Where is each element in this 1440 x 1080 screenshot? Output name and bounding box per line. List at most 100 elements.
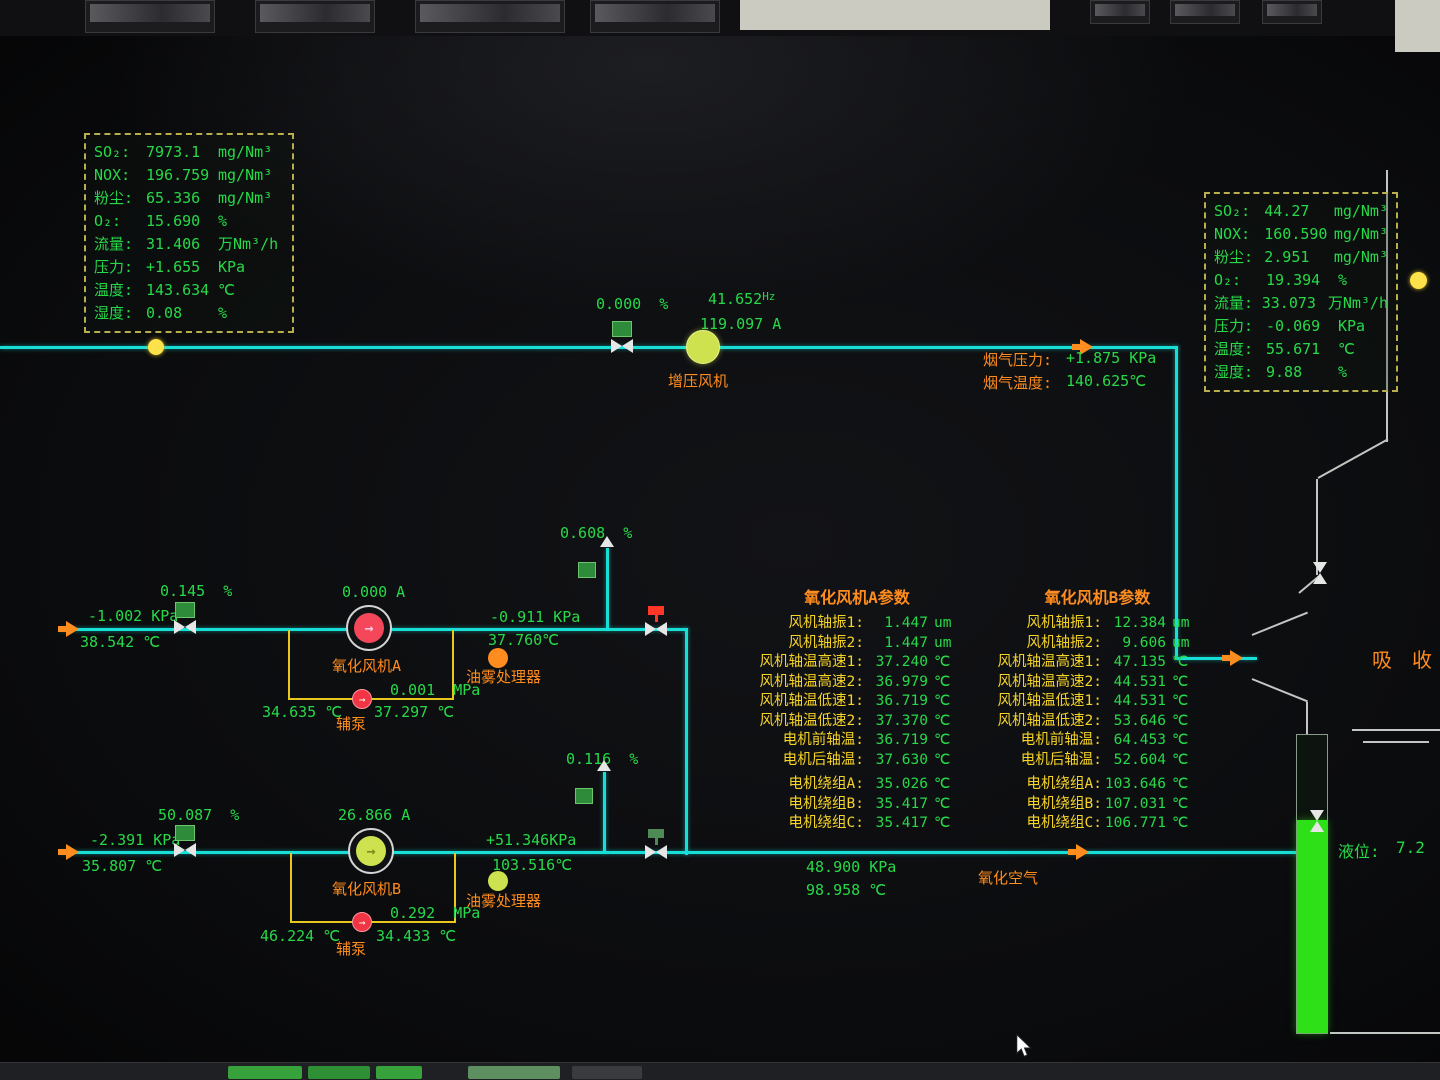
absorber-wall	[1316, 479, 1318, 575]
measure-value: 9.88	[1266, 363, 1303, 381]
measure-label: NOX:	[1214, 225, 1251, 243]
fan-a-oil-mist-processor[interactable]	[488, 648, 508, 668]
measure-value: 19.394	[1266, 271, 1321, 289]
liquid-surface-mark	[1363, 741, 1429, 743]
fan-a-pump-label: 辅泵	[336, 715, 367, 733]
fan-b-discharge-valve[interactable]	[644, 829, 668, 859]
flue-temp-value: 140.625℃	[1066, 372, 1147, 390]
fan-impeller-icon: →	[354, 613, 384, 643]
param-unit: ℃	[1172, 751, 1189, 768]
absorber-level-gauge	[1296, 734, 1328, 1034]
param-label: 电机绕组B:	[788, 795, 864, 812]
level-value: 7.2	[1396, 838, 1425, 857]
fan-b-aux-pump[interactable]: →	[352, 912, 372, 932]
param-unit: um	[934, 615, 952, 631]
panel-row: 湿度:0.08%	[94, 302, 284, 325]
param-unit: ℃	[1172, 654, 1189, 670]
fan-b-inlet-damper[interactable]	[173, 825, 197, 857]
absorber-wall	[1317, 438, 1389, 479]
param-row: 电机前轴温:64.453℃	[980, 731, 1215, 751]
param-unit: ℃	[1172, 815, 1189, 831]
taskbar-button[interactable]	[228, 1066, 302, 1079]
measure-label: O₂:	[1214, 271, 1242, 289]
param-value: 103.646	[1104, 776, 1166, 792]
flue-gas-pipe	[0, 346, 1178, 349]
param-row: 电机绕组A:103.646℃	[980, 775, 1215, 795]
damper-actuator	[175, 602, 195, 618]
measure-value: 65.336	[146, 189, 201, 207]
taskbar-button[interactable]	[572, 1066, 642, 1079]
vent-arrow-icon	[600, 536, 614, 547]
fan-b-pump-temp-in: 46.224 ℃	[260, 927, 341, 945]
param-value: 52.604	[1113, 751, 1166, 768]
fan-a-vent-damper-position: 0.608 %	[560, 524, 633, 542]
param-unit: ℃	[1172, 776, 1189, 792]
param-label: 电机后轴温:	[782, 751, 864, 768]
wall-photos	[0, 0, 1440, 52]
measure-value: 196.759	[146, 166, 210, 184]
wall-photo	[85, 0, 215, 33]
param-value: 9.606	[1122, 634, 1166, 651]
param-row: 风机轴温低速1:44.531℃	[980, 692, 1215, 712]
oxidation-fan-b[interactable]: →	[348, 828, 394, 874]
param-value: 36.719	[875, 693, 928, 709]
param-row: 风机轴温低速2:37.370℃	[742, 712, 972, 732]
param-row: 电机绕组C:35.417℃	[742, 814, 972, 834]
param-unit: um	[934, 634, 952, 651]
param-value: 36.719	[875, 732, 928, 748]
fan-a-inlet-temp: 38.542 ℃	[80, 633, 161, 651]
fan-a-pump-temp-out: 37.297 ℃	[374, 703, 455, 721]
fan-b-inlet-temp: 35.807 ℃	[82, 857, 163, 875]
absorber-wall	[1386, 170, 1388, 442]
measure-unit: 万Nm³/h	[218, 235, 279, 253]
measure-label: 流量:	[94, 235, 134, 253]
fan-b-current: 26.866 A	[338, 806, 411, 824]
flow-arrow	[1068, 844, 1089, 860]
booster-inlet-damper[interactable]	[610, 321, 634, 353]
param-unit: ℃	[934, 795, 951, 812]
param-value: 37.630	[875, 751, 928, 768]
param-label: 风机轴振2:	[788, 634, 864, 651]
damper-actuator	[175, 825, 195, 841]
param-row: 风机轴温高速2:36.979℃	[742, 673, 972, 693]
taskbar-button[interactable]	[376, 1066, 422, 1079]
taskbar-button[interactable]	[308, 1066, 370, 1079]
fan-a-vent-pipe	[606, 548, 609, 630]
param-label: 风机轴温低速2:	[997, 712, 1102, 729]
param-value: 1.447	[884, 634, 928, 651]
param-row: 电机绕组A:35.026℃	[742, 775, 972, 795]
taskbar-button[interactable]	[468, 1066, 560, 1079]
fan-a-inlet-damper[interactable]	[173, 602, 197, 634]
fan-b-inlet-pressure: -2.391 KPa	[90, 831, 181, 849]
measure-value: 15.690	[146, 212, 201, 230]
flow-arrow	[58, 621, 79, 637]
param-label: 风机轴振1:	[788, 615, 864, 631]
param-label: 电机前轴温:	[782, 732, 864, 748]
param-row: 风机轴温高速1:37.240℃	[742, 653, 972, 673]
param-value: 37.370	[875, 712, 928, 729]
param-label: 风机轴温低速2:	[759, 712, 864, 729]
measure-unit: %	[218, 212, 228, 230]
fan-b-vent-damper[interactable]	[575, 788, 593, 804]
valve-stem	[654, 615, 658, 622]
measure-unit: ℃	[218, 281, 235, 299]
fan-a-vent-damper[interactable]	[578, 562, 596, 578]
fan-a-inlet-pressure: -1.002 KPa	[88, 607, 179, 625]
measure-unit: mg/Nm³	[218, 166, 273, 184]
fan-b-oil-mist-processor[interactable]	[488, 871, 508, 891]
fan-a-discharge-valve[interactable]	[644, 606, 668, 636]
taskbar	[0, 1062, 1440, 1080]
fan-b-params-title: 氧化风机B参数	[1044, 588, 1151, 607]
absorber-inlet-pipe	[1175, 657, 1257, 660]
measure-unit: 万Nm³/h	[1327, 294, 1388, 312]
fan-a-aux-pump[interactable]: →	[352, 689, 372, 709]
oxidation-fan-a[interactable]: →	[346, 605, 392, 651]
param-unit: ℃	[934, 654, 951, 670]
wall-photo	[415, 0, 565, 33]
flow-arrow	[58, 844, 79, 860]
booster-fan[interactable]	[686, 330, 720, 364]
